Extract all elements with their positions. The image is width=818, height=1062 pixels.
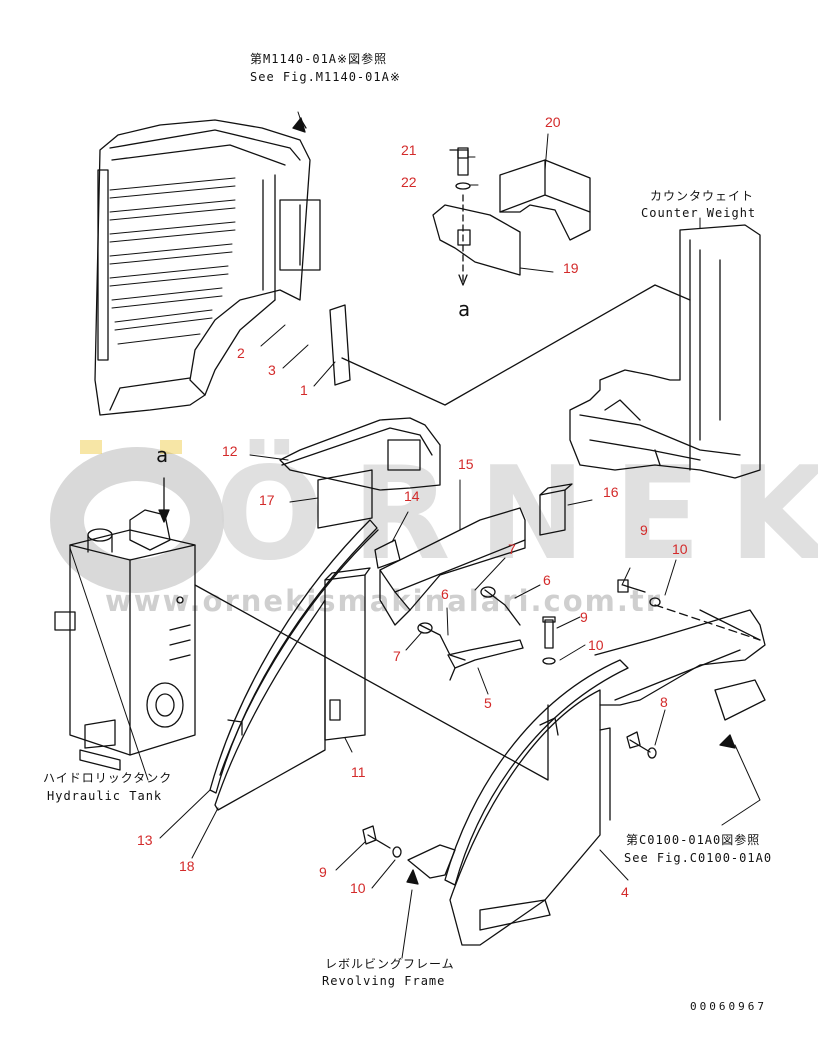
watermark-brand: ÖRNEK bbox=[215, 440, 818, 589]
block-20 bbox=[499, 159, 591, 241]
callout-15: 15 bbox=[458, 456, 474, 472]
callout-5: 5 bbox=[484, 695, 492, 711]
callout-10b: 10 bbox=[588, 637, 604, 653]
clamps bbox=[417, 586, 521, 661]
cover-12 bbox=[279, 417, 441, 491]
ref-top-jp: 第M1140-01A※図参照 bbox=[250, 52, 388, 66]
plate-11 bbox=[324, 567, 371, 741]
marker-a-left: a bbox=[156, 443, 170, 467]
counter-weight bbox=[569, 224, 761, 479]
side-panel bbox=[594, 604, 766, 721]
panel-17 bbox=[317, 469, 373, 529]
ref-revolving-en: Revolving Frame bbox=[322, 974, 446, 988]
callout-7a: 7 bbox=[508, 541, 516, 557]
curved-cover-13 bbox=[209, 519, 379, 794]
callout-2: 2 bbox=[237, 345, 245, 361]
callout-10a: 10 bbox=[672, 541, 688, 557]
block-16 bbox=[539, 483, 573, 536]
watermark-url: www.ornekismakinalari.com.tr bbox=[105, 584, 663, 618]
callout-1: 1 bbox=[300, 382, 308, 398]
ref-revolving-jp: レボルビングフレーム bbox=[325, 957, 455, 971]
callout-21: 21 bbox=[401, 142, 417, 158]
curved-cover-4 bbox=[444, 659, 629, 946]
callout-11: 11 bbox=[351, 764, 366, 780]
callout-9c: 9 bbox=[319, 864, 327, 880]
bracket-5 bbox=[447, 639, 524, 681]
arrows bbox=[158, 117, 736, 885]
leader-lines bbox=[69, 111, 761, 959]
hydraulic-tank bbox=[54, 509, 196, 771]
bolt-9-bottom bbox=[362, 825, 456, 879]
callout-6b: 6 bbox=[441, 586, 449, 602]
marker-a-top: a bbox=[458, 297, 472, 321]
callout-12: 12 bbox=[222, 443, 238, 459]
callout-17: 17 bbox=[259, 492, 275, 508]
bolt-8 bbox=[626, 731, 657, 759]
callout-6a: 6 bbox=[543, 572, 551, 588]
seal-15 bbox=[379, 507, 526, 626]
ref-tank-en: Hydraulic Tank bbox=[47, 789, 163, 803]
callout-9a: 9 bbox=[640, 522, 648, 538]
callout-22: 22 bbox=[401, 174, 417, 190]
ref-top-en: See Fig.M1140-01A※ bbox=[250, 70, 401, 84]
ref-c0100-jp: 第C0100-01A0図参照 bbox=[626, 833, 761, 847]
ref-c0100-en: See Fig.C0100-01A0 bbox=[624, 851, 773, 865]
engine-hood bbox=[94, 117, 351, 416]
callout-16: 16 bbox=[603, 484, 619, 500]
callout-8: 8 bbox=[660, 694, 668, 710]
callout-4: 4 bbox=[621, 884, 629, 900]
part-14 bbox=[374, 539, 401, 569]
callout-18: 18 bbox=[179, 858, 195, 874]
drawing-number: 00060967 bbox=[690, 1000, 767, 1013]
callout-14: 14 bbox=[404, 488, 420, 504]
bracket-19 bbox=[432, 147, 521, 286]
ref-counter-jp: カウンタウェイト bbox=[650, 189, 755, 203]
callout-3: 3 bbox=[268, 362, 276, 378]
callout-9b: 9 bbox=[580, 609, 588, 625]
callout-7b: 7 bbox=[393, 648, 401, 664]
callout-20: 20 bbox=[545, 114, 561, 130]
callout-10c: 10 bbox=[350, 880, 366, 896]
callout-19: 19 bbox=[563, 260, 579, 276]
ref-counter-en: Counter Weight bbox=[641, 206, 757, 220]
callout-13: 13 bbox=[137, 832, 153, 848]
panel-18 bbox=[214, 599, 326, 811]
ref-tank-jp: ハイドロリックタンク bbox=[43, 771, 173, 785]
